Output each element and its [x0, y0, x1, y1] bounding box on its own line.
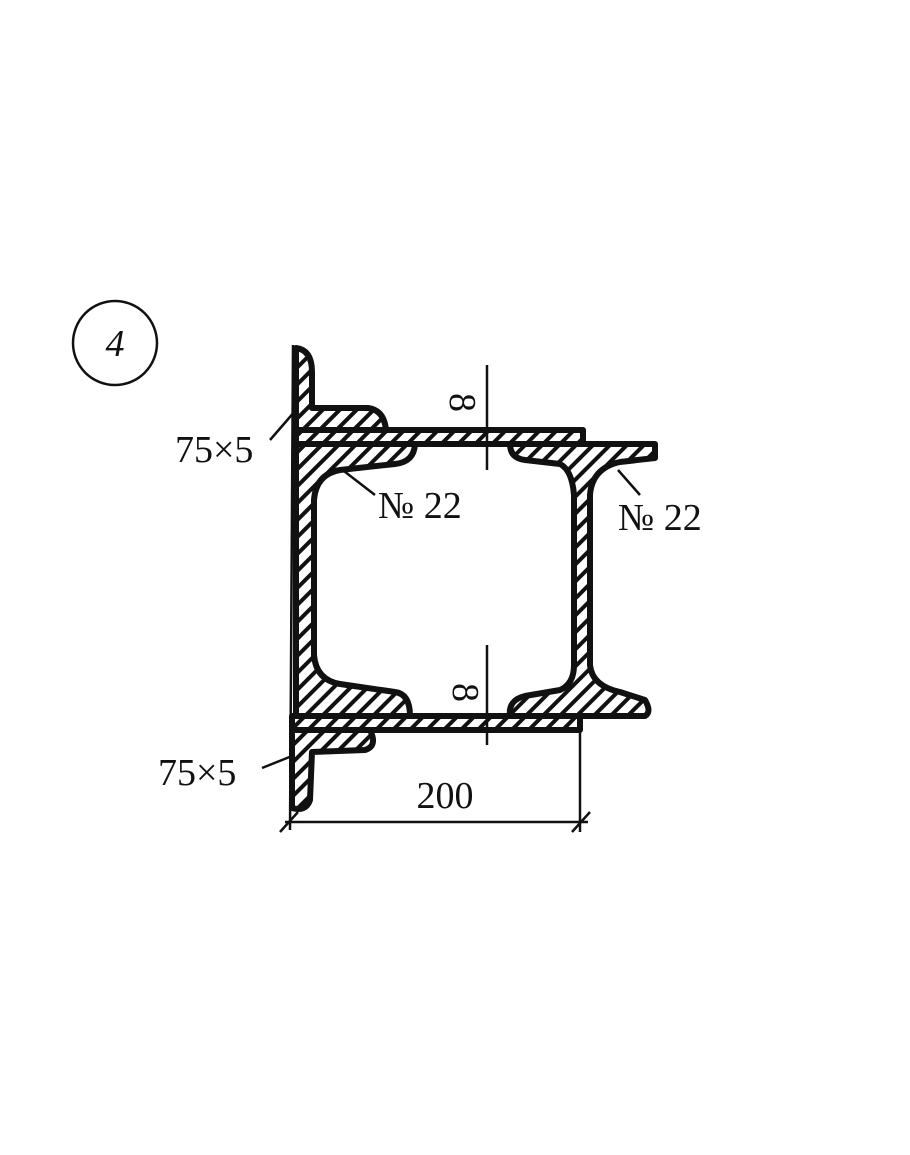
angle-bottom-label: 75×5 — [158, 752, 236, 794]
dimension-tick-right — [571, 811, 591, 833]
ibeam-label: № 22 — [618, 497, 702, 539]
leader-ibeam — [617, 469, 641, 496]
channel-section — [293, 441, 418, 719]
leader-angle-bottom — [261, 754, 293, 770]
figure-number-badge: 4 — [71, 299, 159, 387]
weld-size-top: 8 — [441, 393, 483, 412]
dimension-tick-left — [279, 811, 299, 833]
bottom-angle — [289, 727, 377, 812]
top-angle — [293, 345, 389, 433]
outline-line — [288, 344, 295, 831]
leader-channel — [339, 467, 376, 496]
weld-size-bottom: 8 — [444, 683, 486, 702]
i-beam-section — [506, 441, 658, 719]
channel-label: № 22 — [378, 485, 462, 527]
figure-number: 4 — [106, 323, 125, 365]
leader-angle-top — [269, 409, 297, 441]
angle-top-label: 75×5 — [175, 429, 253, 471]
dimension-label: 200 — [417, 775, 474, 817]
